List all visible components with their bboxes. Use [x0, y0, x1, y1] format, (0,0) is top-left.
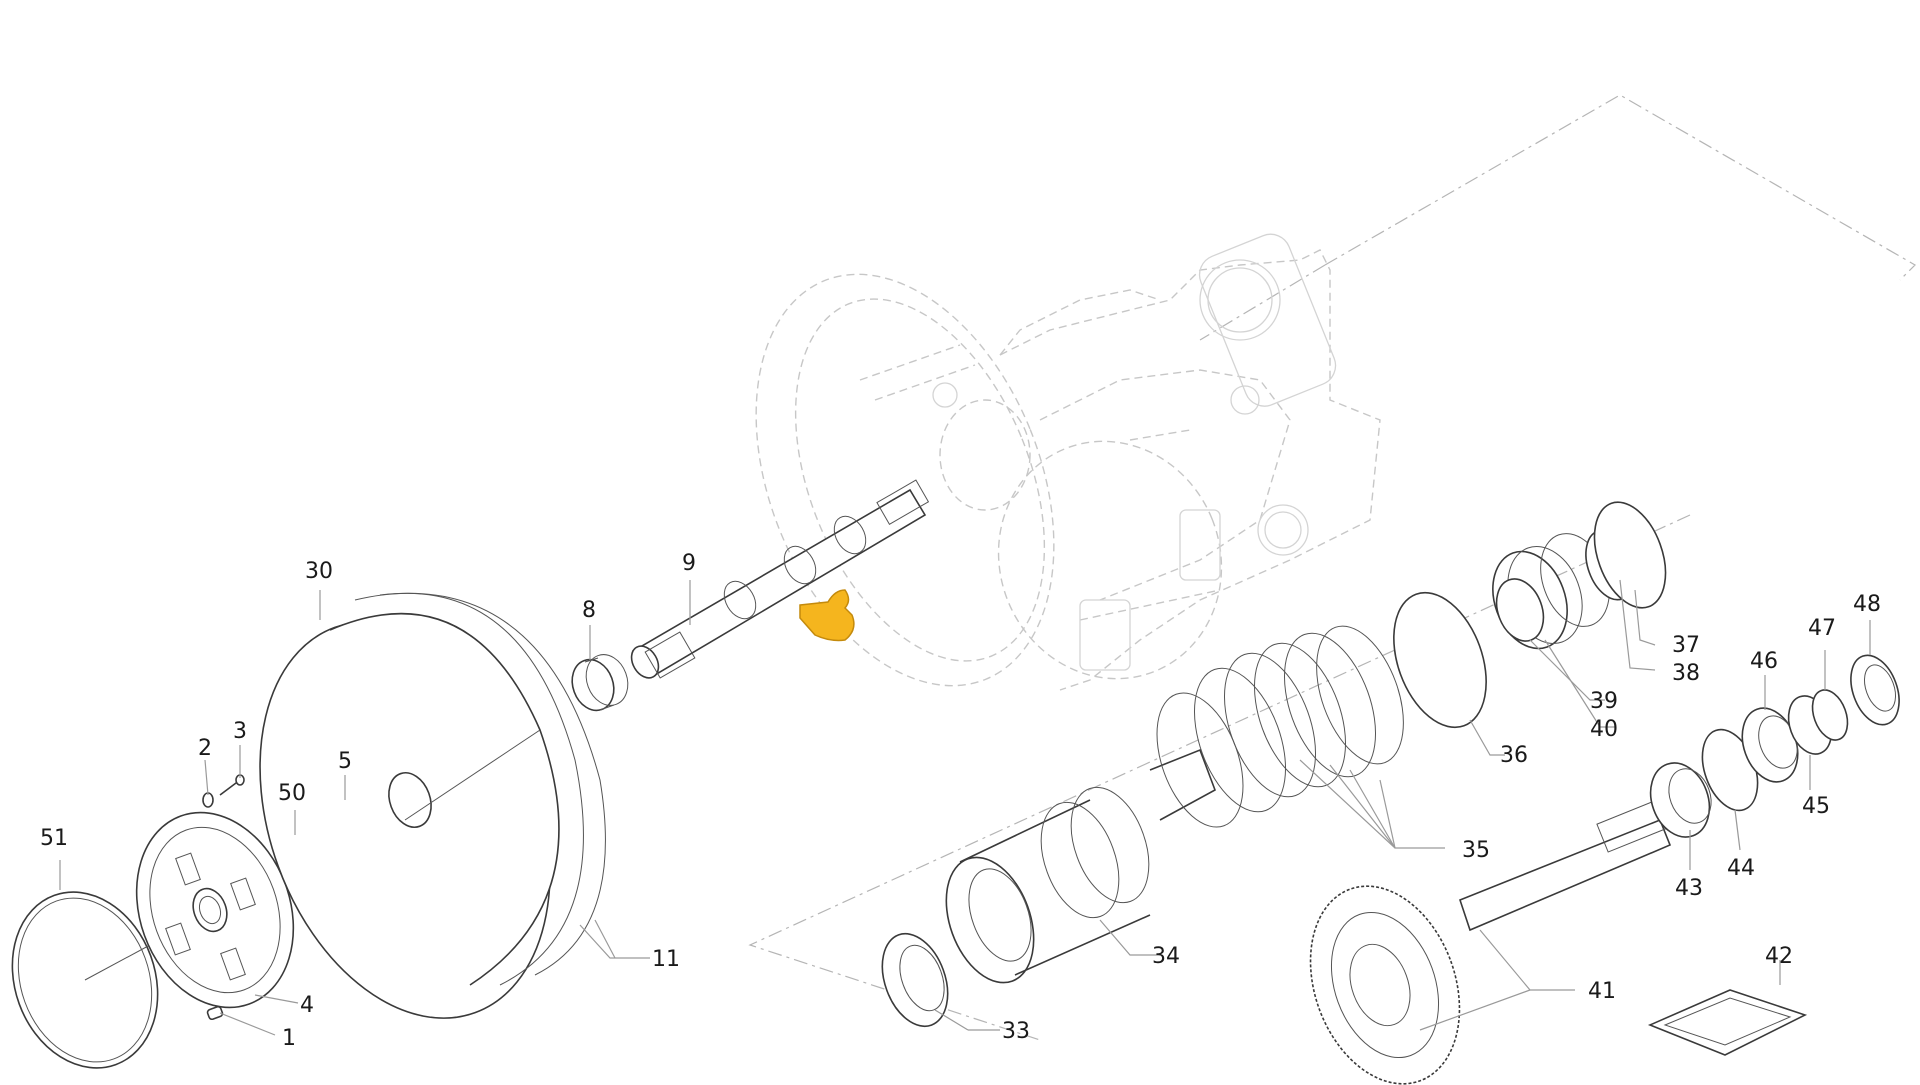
part-33-seal	[881, 932, 949, 1028]
callout-47: 47	[1808, 616, 1836, 641]
callout-30: 30	[305, 559, 333, 584]
callout-42: 42	[1765, 944, 1793, 969]
part-36-circlip	[1393, 591, 1487, 729]
part-35-clutch-plates	[1149, 625, 1404, 828]
part-43-bearing	[1649, 762, 1712, 838]
part-30-flywheel	[259, 592, 606, 1019]
hand-pointing-right-icon[interactable]	[799, 589, 855, 642]
callout-2: 2	[198, 736, 212, 761]
part-3-screw	[219, 774, 245, 796]
part-51-gasket	[11, 891, 159, 1069]
callout-37: 37	[1672, 633, 1700, 658]
callout-43: 43	[1675, 876, 1703, 901]
callout-40: 40	[1590, 717, 1618, 742]
callout-51: 51	[40, 826, 68, 851]
callout-36: 36	[1500, 743, 1528, 768]
callout-50: 50	[278, 781, 306, 806]
callout-labels: 51 2 3 50 5 30 8 9 4 1 11 33 34 35 36 37…	[40, 551, 1881, 1051]
callout-5: 5	[338, 749, 352, 774]
transmission-housing-ghost	[748, 94, 1916, 1041]
callout-39: 39	[1590, 689, 1618, 714]
callout-48: 48	[1853, 592, 1881, 617]
part-39-washer	[1495, 578, 1545, 642]
part-48-seal	[1850, 654, 1900, 726]
part-41-pinion-and-crown-gear	[1309, 797, 1674, 1085]
callout-46: 46	[1750, 649, 1778, 674]
part-2-washer	[202, 792, 214, 808]
callout-45: 45	[1802, 794, 1830, 819]
leader-lines	[59, 579, 1871, 1036]
callout-1: 1	[282, 1026, 296, 1051]
callout-34: 34	[1152, 944, 1180, 969]
part-37-circlip	[1593, 501, 1667, 609]
part-42-shim-kit	[1647, 989, 1808, 1056]
callout-33: 33	[1002, 1019, 1030, 1044]
callout-4: 4	[300, 993, 314, 1018]
callout-41: 41	[1588, 979, 1616, 1004]
part-1-pin	[206, 1005, 224, 1021]
callout-35: 35	[1462, 838, 1490, 863]
part-4-clutch-disc	[135, 811, 295, 1009]
callout-44: 44	[1727, 856, 1755, 881]
callout-8: 8	[582, 598, 596, 623]
part-8-needle-bearing	[571, 654, 629, 712]
part-9-input-shaft	[630, 479, 930, 679]
callout-11: 11	[652, 947, 680, 972]
callout-3: 3	[233, 719, 247, 744]
callout-9: 9	[682, 551, 696, 576]
callout-38: 38	[1672, 661, 1700, 686]
part-34-sleeve	[945, 786, 1151, 984]
part-47-snap-ring	[1811, 689, 1849, 741]
